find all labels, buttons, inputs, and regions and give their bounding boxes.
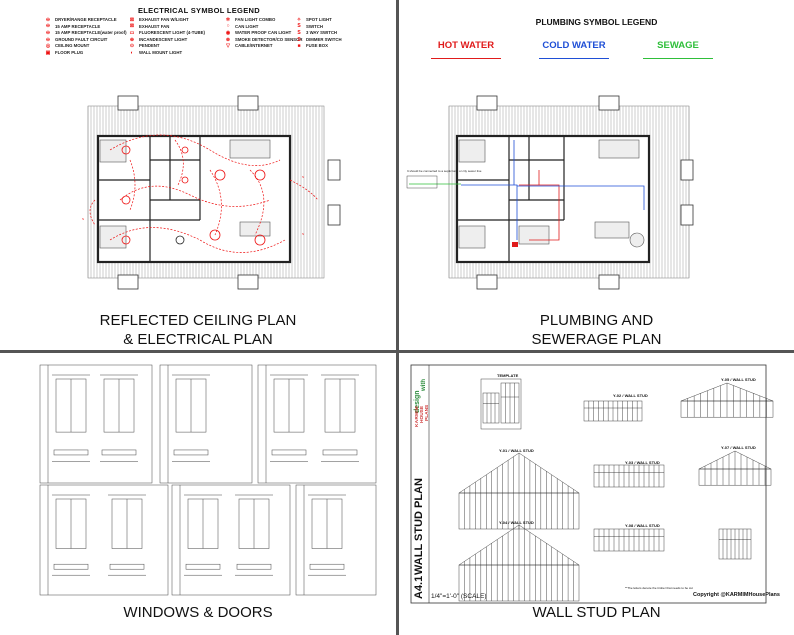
cold-water-line <box>539 58 609 59</box>
incandescent-light-icon: ⊕ <box>129 36 135 43</box>
waterproof-can-light-icon: ◉ <box>225 29 231 36</box>
electrical-caption-line2: & ELECTRICAL PLAN <box>123 331 273 348</box>
electrical-legend-col1: ⊖DRYER/RANGE RECEPTACLE ⊖15 AMP RECEPTAC… <box>45 16 127 56</box>
sheet-number: A4.1 <box>413 575 425 599</box>
septic-note: It should be connected to a septic tank … <box>407 169 482 173</box>
cold-water-label: COLD WATER <box>542 40 606 51</box>
cold-water-pipes <box>461 140 645 240</box>
fuse-box-icon: ■ <box>297 43 301 50</box>
windows-doors-sheets <box>39 364 377 596</box>
vertical-divider <box>396 0 399 635</box>
view-y01-label: Y-01 / WALL STUD <box>499 448 534 453</box>
electrical-caption-line1: REFLECTED CEILING PLAN <box>99 312 297 329</box>
view-y06-label: Y-08 / WALL STUD <box>625 523 660 528</box>
view-y05-label: Y-05 / WALL STUD <box>721 377 756 382</box>
sewage-label: SEWAGE <box>657 40 699 51</box>
sewage-line <box>643 58 713 59</box>
sheet-scale: 1/4"=1'-0" (SCALE) <box>431 593 487 600</box>
horizontal-divider <box>0 350 794 353</box>
plumbing-floor-plan: It should be connected to a septic tank … <box>406 95 694 290</box>
wall-mount-light-icon: ◐ <box>130 49 134 56</box>
switch-labels: S S S <box>82 175 304 236</box>
switch-icon: S <box>297 23 301 30</box>
receptacle-icon: ⊖ <box>45 16 51 23</box>
electrical-circuits <box>89 134 319 253</box>
view-y03-label: Y-03 / WALL STUD <box>625 460 660 465</box>
plumbing-caption-line1: PLUMBING AND <box>539 312 654 329</box>
porch-posts-2 <box>476 95 694 290</box>
can-light-icon: ○ <box>226 23 230 30</box>
receptacle-icon: ⊖ <box>45 23 51 30</box>
wall-stud-panel: design with KARMIM HOUSE PLANS A4.1 WALL… <box>399 353 794 635</box>
view-y07-label: Y-07 / WALL STUD <box>721 445 756 450</box>
electrical-legend-col2: ⊠EXHAUST FAN W/LIGHT ⊠EXHAUST FAN ▭FLUOR… <box>129 16 205 56</box>
electrical-legend-title: ELECTRICAL SYMBOL LEGEND <box>138 6 260 15</box>
sheet-footnote: **The letters denote the timber that nee… <box>625 586 693 590</box>
furniture-2 <box>458 139 645 249</box>
template-label: TEMPLATE <box>497 373 519 378</box>
hot-water-pipes <box>519 170 560 241</box>
view-y02-label: Y-02 / WALL STUD <box>613 393 648 398</box>
svg-text:S: S <box>302 175 304 179</box>
windows-doors-panel: WINDOWS & DOORS <box>0 353 396 635</box>
electrical-legend-col3: ✲FAN LIGHT COMBO ○CAN LIGHT ◉WATER PROOF… <box>225 16 303 50</box>
exhaust-fan-icon: ⊠ <box>129 23 135 30</box>
wall-stud-sheet <box>410 364 774 604</box>
pendent-icon: ⊙ <box>129 43 135 50</box>
interior-walls-2 <box>457 136 565 262</box>
fan-light-combo-icon: ✲ <box>225 16 231 23</box>
interior-walls <box>98 136 201 262</box>
receptacle-icon: ⊖ <box>45 36 51 43</box>
plumbing-caption-line2: SEWERAGE PLAN <box>531 331 662 348</box>
dimmer-switch-icon: S <box>297 36 301 43</box>
smoke-detector-icon: ⊛ <box>225 36 231 43</box>
plumbing-panel: PLUMBING SYMBOL LEGEND HOT WATER COLD WA… <box>399 0 794 350</box>
sheet-copyright: Copyright @KARMIMHousePlans <box>693 592 780 598</box>
three-way-switch-icon: S <box>297 29 301 36</box>
exhaust-fan-light-icon: ⊠ <box>129 16 135 23</box>
view-y04-label: Y-04 / WALL STUD <box>499 520 534 525</box>
svg-text:S: S <box>82 217 84 221</box>
brand-plans: PLANS <box>425 404 430 421</box>
furniture <box>99 139 271 249</box>
ceiling-mount-icon: ◎ <box>45 43 51 50</box>
spot-light-icon: ✧ <box>296 16 302 23</box>
plumbing-legend-title: PLUMBING SYMBOL LEGEND <box>535 17 658 27</box>
windows-caption: WINDOWS & DOORS <box>123 604 273 621</box>
svg-text:S: S <box>302 232 304 236</box>
brand-logo: KARMIM HOUSE PLANS <box>415 369 430 429</box>
cable-internet-icon: ▽ <box>226 43 230 50</box>
fluorescent-light-icon: ▭ <box>129 29 135 36</box>
hot-water-line <box>431 58 501 59</box>
sheet-title: WALL STUD PLAN <box>413 478 425 575</box>
receptacle-icon: ⊖ <box>45 29 51 36</box>
floor-plug-icon: ▣ <box>45 49 51 56</box>
hot-water-label: HOT WATER <box>437 40 495 51</box>
electrical-panel: ELECTRICAL SYMBOL LEGEND ⊖DRYER/RANGE RE… <box>0 0 396 350</box>
light-fixtures <box>121 145 266 246</box>
porch-posts <box>117 95 341 290</box>
wallstud-caption: WALL STUD PLAN <box>532 604 661 621</box>
electrical-floor-plan: S S S <box>82 95 341 290</box>
